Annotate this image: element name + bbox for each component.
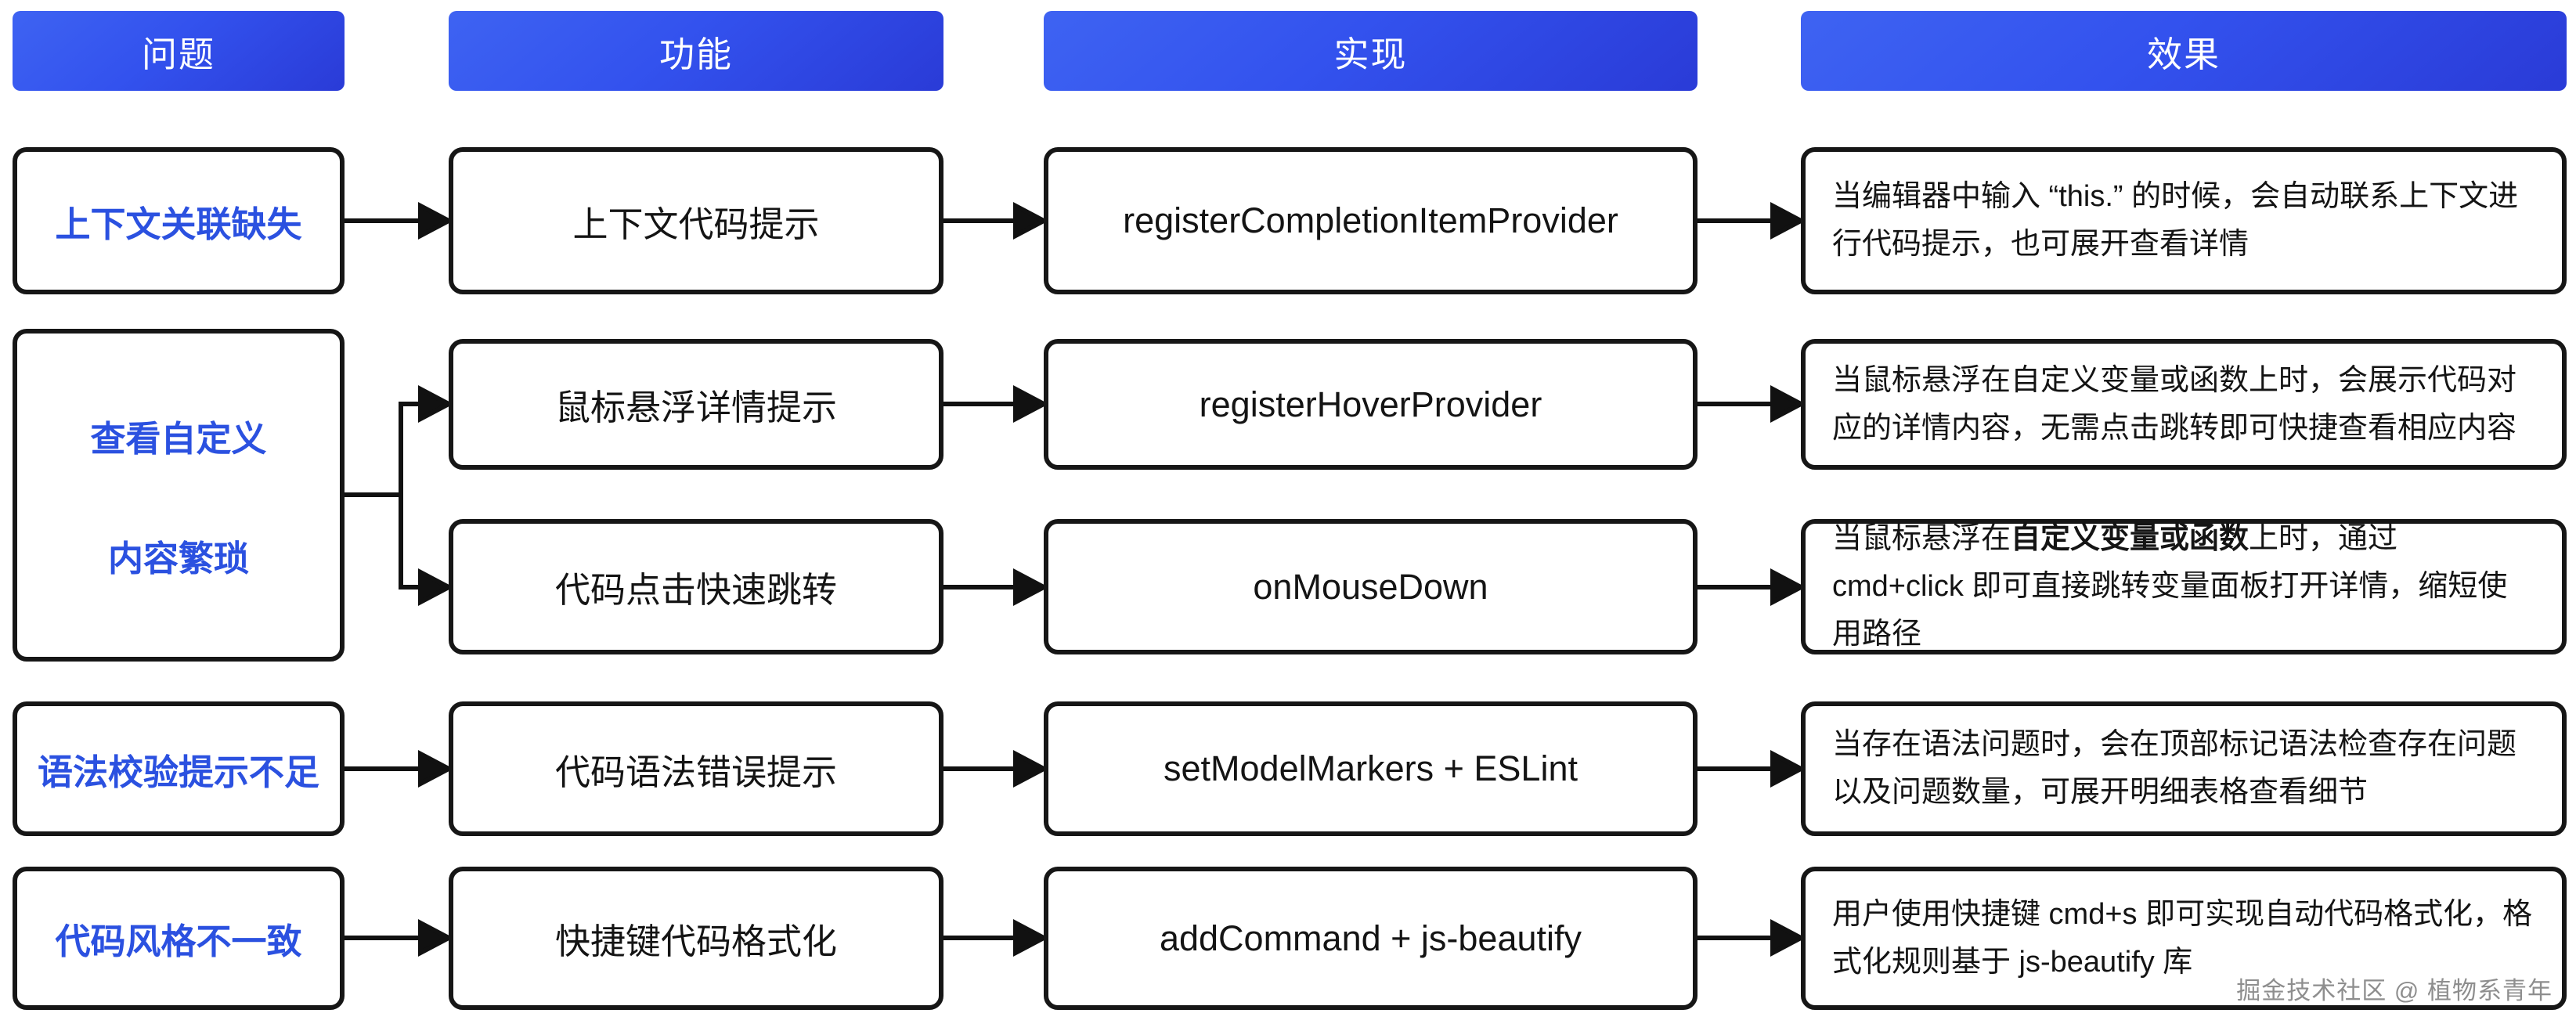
effect-box-5: 用户使用快捷键 cmd+s 即可实现自动代码格式化，格式化规则基于 js-bea…: [1801, 867, 2567, 1010]
feature-box-3: 代码点击快速跳转: [449, 519, 943, 654]
problem-box-syntax-check: 语法校验提示不足: [13, 701, 345, 836]
implementation-label: onMouseDown: [1253, 566, 1488, 607]
effect-text-part: 上时，通过 cmd+click 即可直接跳转变量面板打开详情，缩短使用路径: [1832, 522, 2508, 651]
arrow: [1697, 202, 1806, 240]
effect-text-part: 当存在语法问题时，会在顶部标记语法检查存在问题以及问题数量，可展开明细表格查看细…: [1832, 728, 2517, 809]
effect-text-part: 用户使用快捷键 cmd+s 即可实现自动代码格式化，格式化规则基于 js-bea…: [1832, 897, 2533, 979]
effect-text-part: 当鼠标悬浮在: [1832, 522, 2011, 556]
implementation-box-4: setModelMarkers + ESLint: [1044, 701, 1697, 836]
implementation-box-2: registerHoverProvider: [1044, 339, 1697, 470]
effect-box-1: 当编辑器中输入 “this.” 的时候，会自动联系上下文进行代码提示，也可展开查…: [1801, 147, 2567, 294]
arrow: [345, 919, 454, 957]
arrow: [943, 202, 1049, 240]
problem-box-code-style: 代码风格不一致: [13, 867, 345, 1010]
column-header-label: 实现: [1333, 34, 1408, 74]
arrow: [1697, 750, 1806, 788]
column-header-problem: 问题: [13, 11, 345, 91]
effect-box-2: 当鼠标悬浮在自定义变量或函数上时，会展示代码对应的详情内容，无需点击跳转即可快捷…: [1801, 339, 2567, 470]
implementation-box-5: addCommand + js-beautify: [1044, 867, 1697, 1010]
arrow-fork: [345, 385, 454, 606]
feature-label: 代码语法错误提示: [554, 752, 837, 792]
effect-box-3: 当鼠标悬浮在自定义变量或函数上时，通过 cmd+click 即可直接跳转变量面板…: [1801, 519, 2567, 654]
column-header-label: 效果: [2146, 34, 2221, 74]
effect-text: 当鼠标悬浮在自定义变量或函数上时，通过 cmd+click 即可直接跳转变量面板…: [1806, 515, 2562, 658]
column-header-implementation: 实现: [1044, 11, 1697, 91]
feature-box-1: 上下文代码提示: [449, 147, 943, 294]
watermark: 掘金技术社区 @ 植物系青年: [2236, 977, 2553, 1004]
implementation-label: setModelMarkers + ESLint: [1164, 748, 1578, 788]
arrow: [345, 750, 454, 788]
arrow: [943, 919, 1049, 957]
effect-text: 当存在语法问题时，会在顶部标记语法检查存在问题以及问题数量，可展开明细表格查看细…: [1806, 721, 2562, 817]
problem-label-line1: 查看自定义: [90, 418, 267, 459]
arrow: [943, 568, 1049, 606]
feature-box-2: 鼠标悬浮详情提示: [449, 339, 943, 470]
effect-text-bold: 自定义变量或函数: [2011, 522, 2249, 556]
column-header-feature: 功能: [449, 11, 943, 91]
implementation-box-1: registerCompletionItemProvider: [1044, 147, 1697, 294]
effect-text: 当编辑器中输入 “this.” 的时候，会自动联系上下文进行代码提示，也可展开查…: [1806, 173, 2562, 269]
feature-box-4: 代码语法错误提示: [449, 701, 943, 836]
problem-label: 语法校验提示不足: [37, 752, 319, 792]
arrow: [943, 385, 1049, 423]
column-header-label: 功能: [658, 34, 733, 74]
arrow: [943, 750, 1049, 788]
problem-box-context-missing: 上下文关联缺失: [13, 147, 345, 294]
effect-text-part: 当鼠标悬浮在自定义变量或函数上时，会展示代码对应的详情内容，无需点击跳转即可快捷…: [1832, 363, 2517, 445]
effect-text-part: 当编辑器中输入 “this.” 的时候，会自动联系上下文进行代码提示，也可展开查…: [1832, 180, 2519, 261]
column-header-label: 问题: [141, 34, 215, 74]
effect-text: 用户使用快捷键 cmd+s 即可实现自动代码格式化，格式化规则基于 js-bea…: [1806, 891, 2562, 986]
implementation-label: addCommand + js-beautify: [1159, 918, 1582, 958]
implementation-label: registerHoverProvider: [1199, 384, 1542, 424]
feature-label: 上下文代码提示: [572, 204, 820, 244]
feature-label: 鼠标悬浮详情提示: [554, 388, 837, 427]
arrow: [1697, 385, 1806, 423]
problem-box-view-custom-content: 查看自定义 内容繁琐: [13, 329, 345, 662]
problem-label: 代码风格不一致: [55, 921, 302, 961]
feature-box-5: 快捷键代码格式化: [449, 867, 943, 1010]
arrow: [1697, 919, 1806, 957]
arrow: [345, 202, 454, 240]
implementation-label: registerCompletionItemProvider: [1123, 200, 1618, 240]
feature-label: 代码点击快速跳转: [554, 570, 837, 610]
effect-text: 当鼠标悬浮在自定义变量或函数上时，会展示代码对应的详情内容，无需点击跳转即可快捷…: [1806, 357, 2562, 453]
feature-label: 快捷键代码格式化: [554, 921, 837, 961]
arrow: [1697, 568, 1806, 606]
problem-label-line2: 内容繁琐: [107, 538, 249, 579]
effect-box-4: 当存在语法问题时，会在顶部标记语法检查存在问题以及问题数量，可展开明细表格查看细…: [1801, 701, 2567, 836]
column-header-effect: 效果: [1801, 11, 2567, 91]
problem-label: 上下文关联缺失: [55, 204, 302, 244]
implementation-box-3: onMouseDown: [1044, 519, 1697, 654]
